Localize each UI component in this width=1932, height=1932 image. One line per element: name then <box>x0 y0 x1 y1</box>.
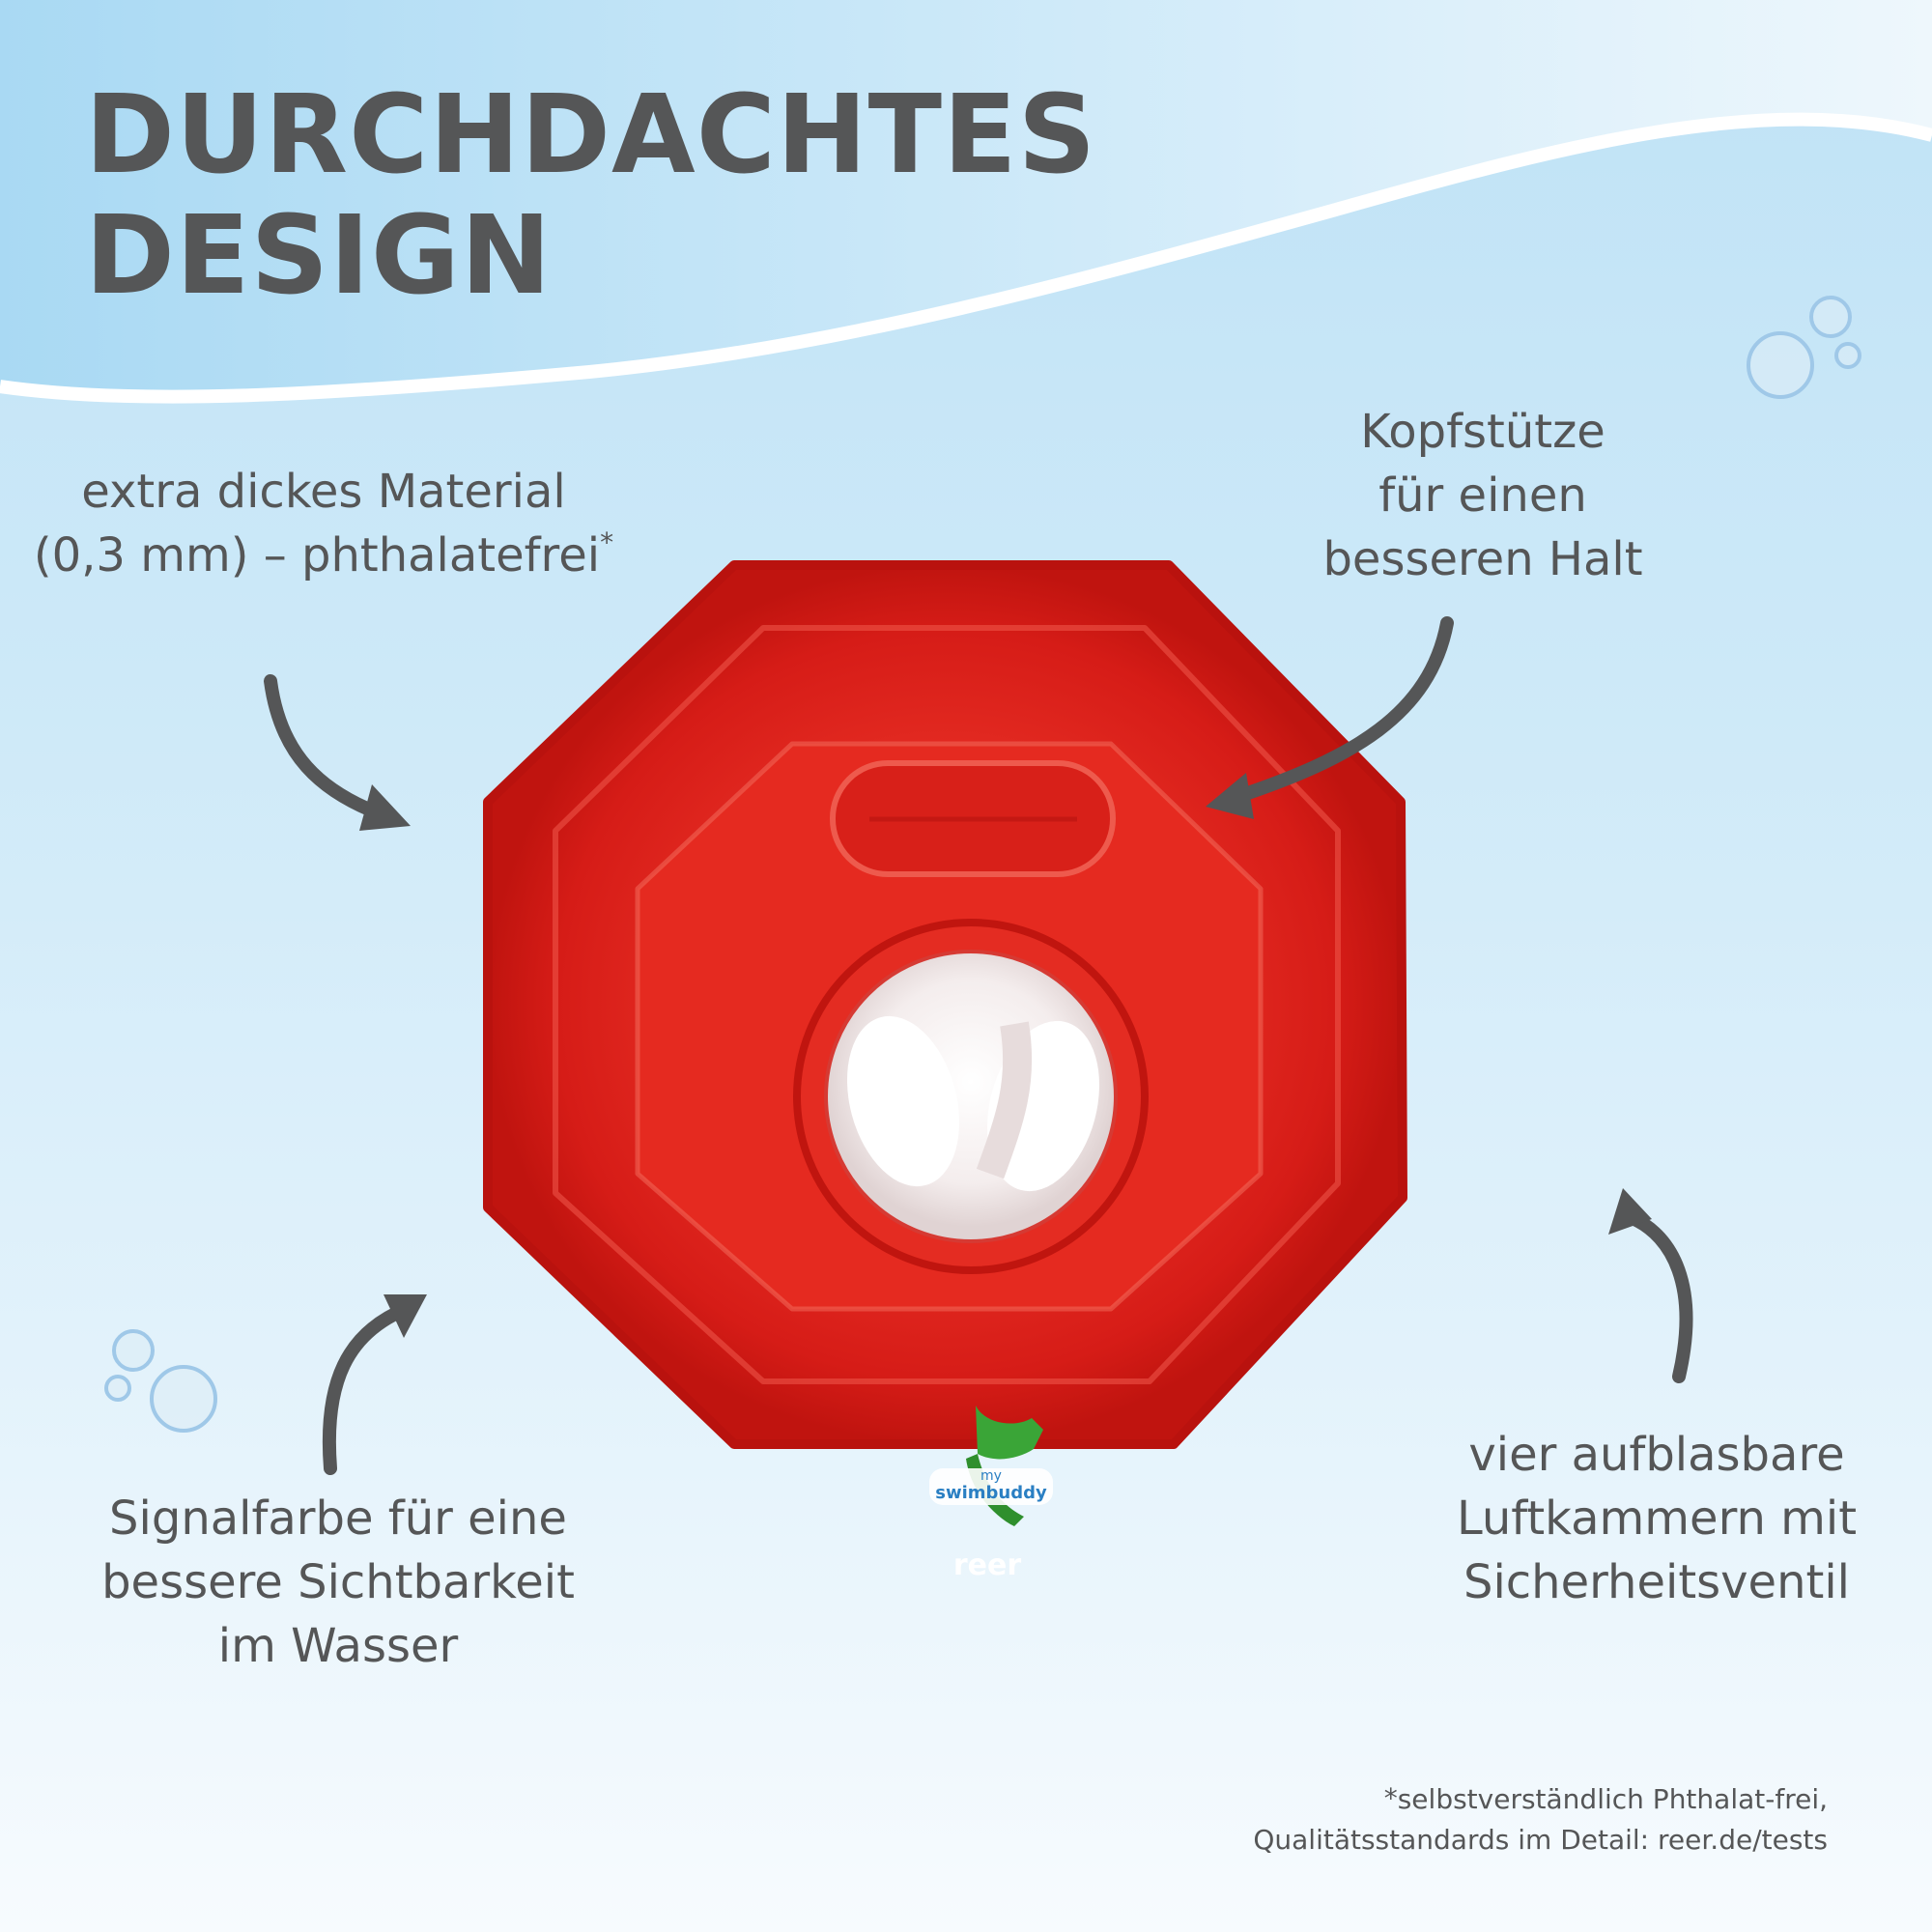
callout-signal-line3: im Wasser <box>217 1619 459 1673</box>
brand-logo-text: reer <box>953 1548 1021 1582</box>
callout-headrest: Kopfstütze für einen besseren Halt <box>1290 400 1676 591</box>
page-title: DURCHDACHTES DESIGN <box>85 75 1096 317</box>
callout-material-line2: (0,3 mm) – phthalatefrei* <box>24 524 623 587</box>
callout-air-chambers: vier aufblasbare Luftkammern mit Sicherh… <box>1410 1423 1903 1614</box>
footnote-line2: Qualitätsstandards im Detail: reer.de/te… <box>1253 1824 1828 1856</box>
callout-signal-color: Signalfarbe für eine bessere Sichtbarkei… <box>82 1487 594 1678</box>
callout-chambers-line3: Sicherheitsventil <box>1463 1555 1850 1609</box>
bubble-icon <box>104 1329 217 1433</box>
footnote-marker: * <box>600 526 614 558</box>
logo-text-swimbuddy: swimbuddy <box>935 1483 1047 1503</box>
footnote-marker: * <box>1383 1782 1398 1814</box>
arrow-icon <box>1230 616 1454 804</box>
baby-swim-seat: my swimbuddy reer <box>483 560 1407 1582</box>
arrow-icon-head <box>384 1294 427 1338</box>
logo-text-my: my <box>980 1468 1002 1484</box>
callout-signal-line2: bessere Sichtbarkeit <box>101 1555 575 1609</box>
footnote: *selbstverständlich Phthalat-frei, Quali… <box>1253 1779 1828 1861</box>
swimbuddy-logo: my swimbuddy reer <box>929 1406 1053 1582</box>
footnote-line1-text: selbstverständlich Phthalat-frei, <box>1397 1783 1828 1815</box>
page-title-line1: DURCHDACHTES <box>85 72 1097 198</box>
callout-material-line1: extra dickes Material <box>81 465 566 519</box>
callout-headrest-line1: Kopfstütze <box>1360 405 1605 459</box>
callout-headrest-line2: für einen <box>1378 469 1587 523</box>
arrow-icon <box>322 1302 412 1475</box>
callout-chambers-line2: Luftkammern mit <box>1456 1492 1858 1546</box>
callout-chambers-line1: vier aufblasbare <box>1468 1428 1845 1482</box>
arrow-icon <box>1628 1212 1693 1383</box>
callout-material: extra dickes Material (0,3 mm) – phthala… <box>24 460 623 587</box>
callout-headrest-line3: besseren Halt <box>1322 532 1643 586</box>
arrow-icon-head <box>1608 1188 1652 1235</box>
arrow-icon-head <box>359 784 411 831</box>
callout-signal-line1: Signalfarbe für eine <box>109 1492 567 1546</box>
callout-material-line2-text: (0,3 mm) – phthalatefrei <box>33 528 601 582</box>
bubble-icon <box>1747 296 1861 399</box>
arrow-icon-head <box>1206 773 1254 819</box>
arrow-icon <box>264 674 393 823</box>
page-title-line2: DESIGN <box>85 193 553 319</box>
wave-band <box>0 0 1932 404</box>
footnote-line1: *selbstverständlich Phthalat-frei, <box>1253 1779 1828 1820</box>
